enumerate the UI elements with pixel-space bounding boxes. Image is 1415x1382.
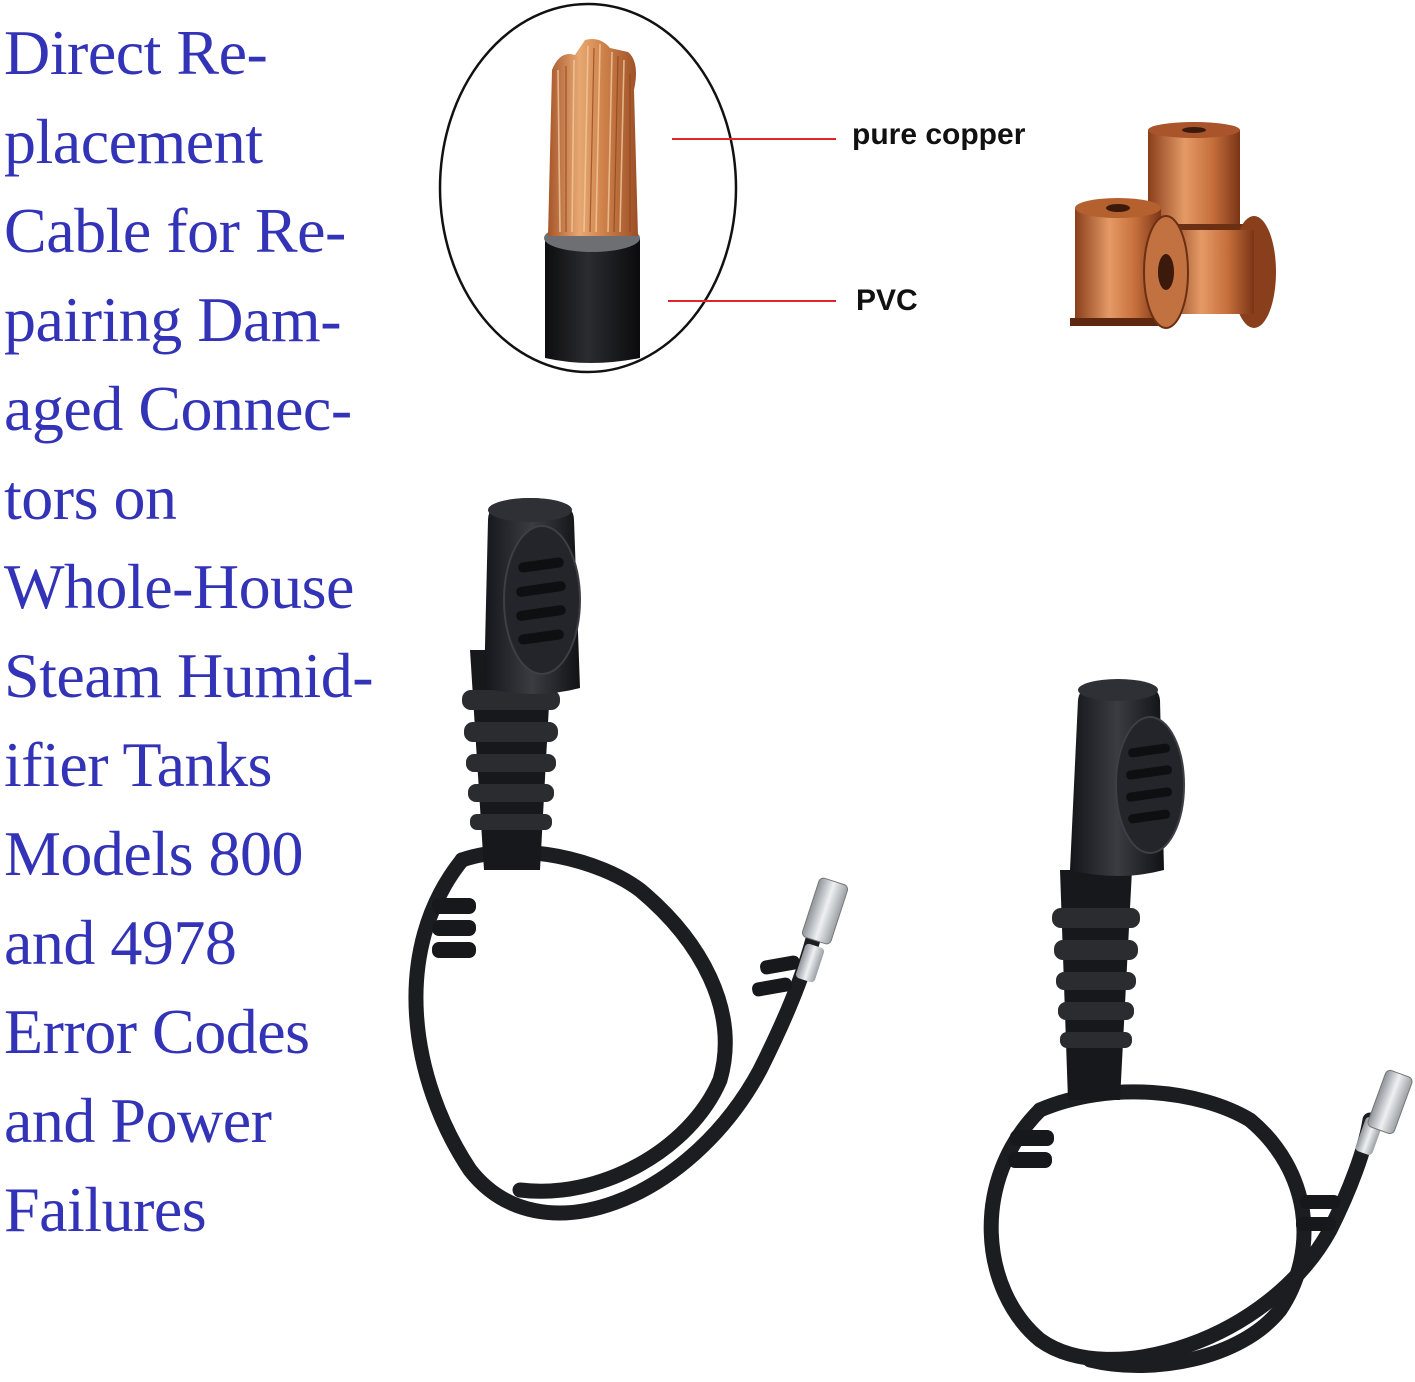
cable-wire [983,1102,1378,1367]
headline-line: aged Connec- [4,373,352,444]
cable-assembly-left [408,498,849,1221]
strain-relief [462,650,560,870]
headline-line: Error Codes [4,996,310,1067]
cable-closeup [438,2,738,374]
cable-wire [408,852,828,1221]
headline-line: Cable for Re- [4,195,346,266]
headline-line: Models 800 [4,818,304,889]
headline-line: and Power [4,1085,272,1156]
headline-line: Whole-House [4,551,354,622]
headline-line: Direct Re- [4,17,268,88]
spade-terminal [1355,1069,1413,1155]
spool-back [1140,122,1248,234]
pvc-jacket [545,238,640,363]
cable-wire-loop [454,844,733,1199]
headline-line: and 4978 [4,907,237,978]
connector-housing [1070,679,1185,876]
headline-line: ifier Tanks [4,729,272,800]
spade-terminal [795,877,849,983]
product-headline: Direct Re- placement Cable for Re- pairi… [4,8,444,1254]
strain-relief [1052,870,1140,1100]
headline-line: pairing Dam- [4,284,342,355]
connector-housing [484,498,581,694]
headline-line: placement [4,106,263,177]
headline-line: Steam Humid- [4,640,374,711]
headline-line: Failures [4,1174,207,1245]
spool-right [1143,215,1276,329]
copper-spools [1070,122,1276,329]
pure-copper-label: pure copper [852,118,1026,151]
headline-line: tors on [4,462,177,533]
cable-assembly-right [983,679,1413,1374]
pvc-label: PVC [856,284,918,317]
cable-wire-loop [1032,1084,1312,1374]
